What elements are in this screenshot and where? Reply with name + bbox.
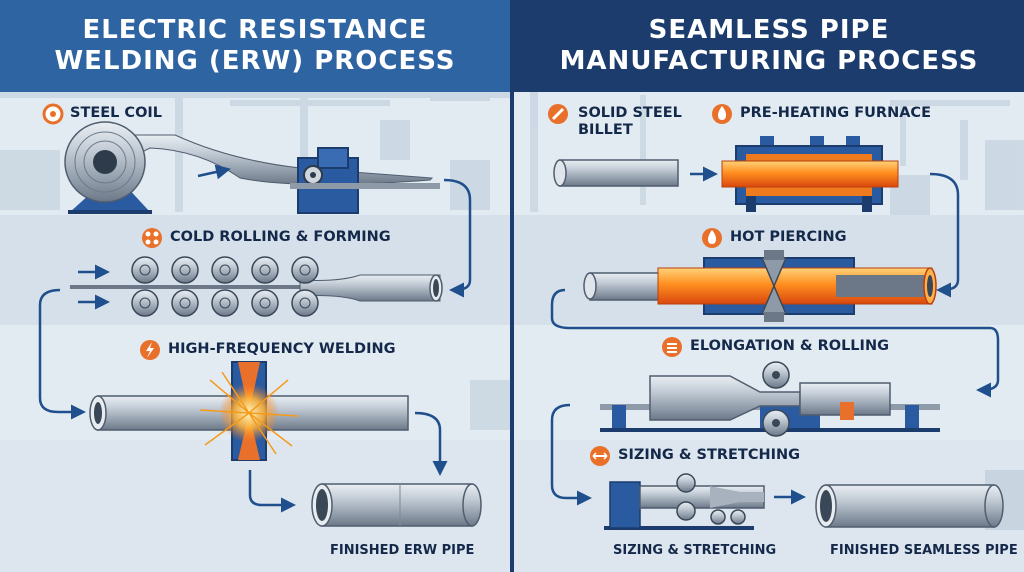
flow-arrow-7 [550, 403, 592, 506]
forming-stand [290, 147, 440, 214]
finished-erw-pipe [311, 483, 482, 527]
sizing-step-icon [590, 446, 610, 466]
flow-arrow-1 [443, 178, 472, 298]
seamless-title-line2: MANUFACTURING PROCESS [559, 46, 979, 76]
finished-seamless-pipe [815, 484, 1004, 528]
finished-seamless-pipe-label: FINISHED SEAMLESS PIPE [830, 543, 1018, 558]
step-label-steel-coil: STEEL COIL [70, 105, 163, 121]
flame-icon-2 [702, 228, 722, 248]
step-label-elongation: ELONGATION & ROLLING [690, 338, 889, 354]
step-label-hot-piercing: HOT PIERCING [730, 229, 847, 245]
step-label-hf-welding: HIGH-FREQUENCY WELDING [168, 341, 396, 357]
erw-title-line1: ELECTRIC RESISTANCE [82, 15, 428, 45]
flow-arrow-3 [414, 411, 448, 476]
flow-arrow-4 [248, 470, 296, 513]
erw-header-bg [0, 0, 510, 92]
billet-label-line1: SOLID STEEL [578, 105, 682, 121]
sizing-mill [604, 473, 765, 530]
finished-erw-pipe-label: FINISHED ERW PIPE [330, 543, 475, 558]
elongation-mill [600, 361, 940, 437]
step-label-sizing: SIZING & STRETCHING [618, 447, 801, 463]
coil-flow-arrow [197, 164, 231, 180]
lightning-icon [140, 340, 160, 360]
preheating-furnace [721, 136, 899, 212]
step-label-billet: SOLID STEEL BILLET [578, 105, 682, 139]
seamless-title-line1: SEAMLESS PIPE [648, 15, 890, 45]
factory-background [0, 92, 1024, 530]
flow-arrow-5 [929, 172, 960, 298]
seamless-header-bg [514, 0, 1024, 92]
billet-label-line2: BILLET [578, 122, 633, 138]
elongation-step-icon [662, 337, 682, 357]
forming-rollers [70, 256, 443, 317]
panel-divider [510, 0, 514, 572]
rolling-step-icon [142, 228, 162, 248]
step-label-furnace: PRE-HEATING FURNACE [740, 105, 931, 121]
step-label-cold-rolling: COLD ROLLING & FORMING [170, 229, 391, 245]
erw-title-line2: WELDING (ERW) PROCESS [54, 46, 456, 76]
steel-billet [553, 159, 679, 187]
sizing-caption: SIZING & STRETCHING [613, 543, 777, 558]
weld-sparks [199, 371, 299, 455]
billet-step-icon [548, 104, 568, 124]
hot-piercing-mill [583, 250, 937, 322]
flame-icon [712, 104, 732, 124]
flow-arrow-2 [38, 288, 86, 420]
steel-coil-step-icon [42, 103, 64, 125]
flow-arrow-6 [550, 288, 1000, 398]
